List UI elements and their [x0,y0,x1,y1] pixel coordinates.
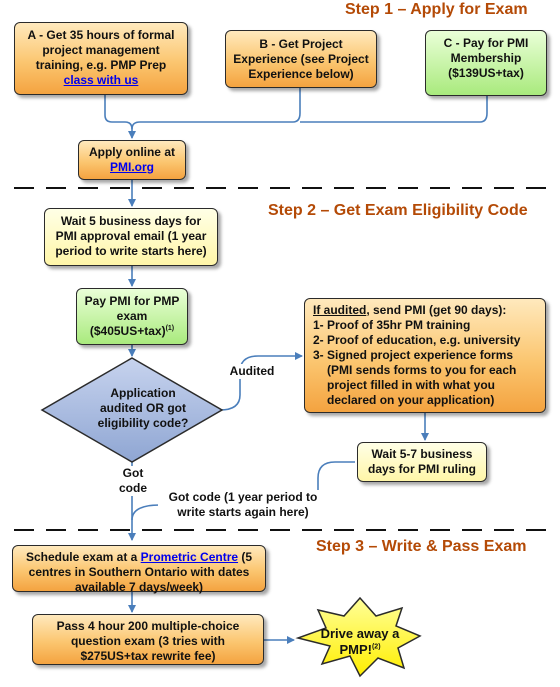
class-link[interactable]: class with us [63,73,139,87]
pass-text: Pass 4 hour 200 multiple-choice question… [56,619,240,663]
step-3-heading: Step 3 – Write & Pass Exam [316,538,527,555]
apply-online-box: Apply online at PMI.org [78,140,186,180]
audit-heading: If audited, send PMI (get 90 days): [313,303,537,318]
star-footnote: (2) [371,643,381,651]
audited-label: Audited [226,364,278,379]
decision-diamond [40,357,224,463]
step-1-heading: Step 1 – Apply for Exam [345,1,528,18]
audit-heading-rest: , send PMI (get 90 days): [366,303,507,317]
audit-box: If audited, send PMI (get 90 days): 1- P… [304,298,546,413]
box-a-text: A - Get 35 hours of formal project manag… [27,28,175,72]
got-code-again-label: Got code (1 year period to write starts … [158,490,328,520]
audit-heading-underlined: If audited [313,303,367,317]
pay-text: Pay PMI for PMP exam ($405US+tax) [84,294,180,338]
wait-5-days-box: Wait 5 business days for PMI approval em… [44,208,218,266]
audit-item: 1- Proof of 35hr PM training [313,318,471,332]
step-2-heading: Step 2 – Get Exam Eligibility Code [268,202,528,219]
goal-star [295,596,422,678]
box-b-text: B - Get Project Experience (see Project … [233,37,369,81]
schedule-text-before: Schedule exam at a [25,550,138,564]
box-c-text: C - Pay for PMI Membership ($139US+tax) [443,36,529,80]
pay-pmi-box: Pay PMI for PMP exam ($405US+tax)(1) [76,288,188,345]
star-text: Drive away a PMP!(2) [305,626,415,658]
audit-item: 2- Proof of education, e.g. university [313,333,521,347]
schedule-text-after: (5 centres in Southern Ontario with date… [28,550,253,594]
pay-footnote: (1) [165,325,175,332]
connector-b-apply [131,88,301,130]
box-b-experience: B - Get Project Experience (see Project … [225,30,377,88]
wait57-text: Wait 5-7 business days for PMI ruling [367,447,476,476]
box-a-training: A - Get 35 hours of formal project manag… [14,22,188,95]
prometric-link[interactable]: Prometric Centre [140,550,239,564]
connector-a-apply [104,95,136,139]
wait5-text: Wait 5 business days for PMI approval em… [55,214,207,258]
decision-text: Application audited OR got eligibility c… [97,386,189,430]
pass-exam-box: Pass 4 hour 200 multiple-choice question… [32,614,264,665]
star-label: Drive away a PMP! [320,626,400,657]
connector-c-apply [300,96,488,123]
pmi-org-link[interactable]: PMI.org [110,160,154,174]
apply-text: Apply online at [88,145,175,159]
wait-5-7-days-box: Wait 5-7 business days for PMI ruling [357,442,487,482]
box-c-membership: C - Pay for PMI Membership ($139US+tax) [425,30,547,96]
audit-note: (PMI sends forms to you for each project… [327,363,517,407]
audit-item: 3- Signed project experience forms [313,348,514,362]
schedule-exam-box: Schedule exam at a Prometric Centre (5 c… [12,545,266,594]
got-code-label: Got code [110,466,156,496]
